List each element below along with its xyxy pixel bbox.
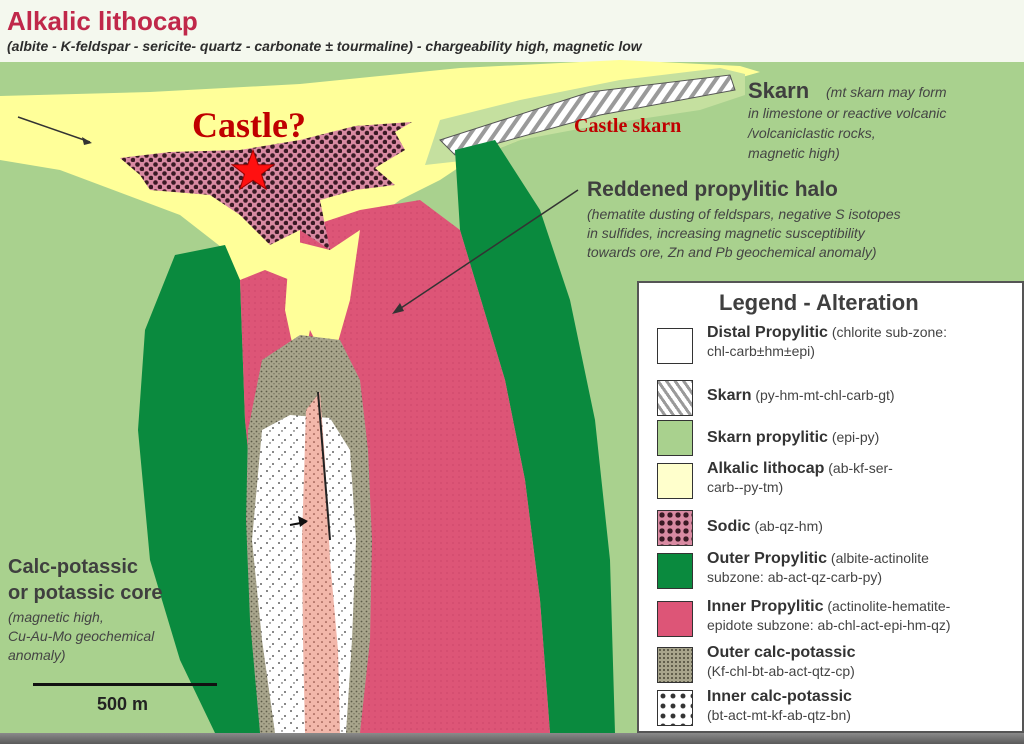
swatch-alkalic-lithocap xyxy=(657,463,693,499)
scale-bar xyxy=(33,683,217,686)
core-note-3: anomaly) xyxy=(8,647,66,663)
legend-item-sodic: Sodic (ab-qz-hm) xyxy=(707,518,823,535)
lithocap-description: (albite - K-feldspar - sericite- quartz … xyxy=(7,38,642,54)
halo-note-3: towards ore, Zn and Pb geochemical anoma… xyxy=(587,244,877,260)
skarn-note-2: in limestone or reactive volcanic xyxy=(748,105,947,121)
skarn-title: Skarn xyxy=(748,78,810,103)
swatch-inner-calc-potassic xyxy=(657,690,693,726)
swatch-sodic xyxy=(657,510,693,546)
halo-title: Reddened propylitic halo xyxy=(587,178,838,201)
swatch-outer-calc-potassic xyxy=(657,647,693,683)
legend-item-skarn: Skarn (py-hm-mt-chl-carb-gt) xyxy=(707,387,895,404)
legend-item-outer-calc-potassic: Outer calc-potassic(Kf-chl-bt-ab-act-qtz… xyxy=(707,644,856,679)
swatch-outer-propylitic xyxy=(657,553,693,589)
bottom-edge-bar xyxy=(0,733,1024,744)
legend-title: Legend - Alteration xyxy=(719,290,919,315)
castle-skarn-label: Castle skarn xyxy=(574,115,682,137)
scale-label: 500 m xyxy=(97,694,149,714)
lithocap-title: Alkalic lithocap xyxy=(7,6,198,36)
swatch-distal-propylitic xyxy=(657,328,693,364)
core-title-2: or potassic core xyxy=(8,582,163,604)
castle-question-label: Castle? xyxy=(192,105,306,145)
skarn-note-4: magnetic high) xyxy=(748,145,840,161)
core-note-1: (magnetic high, xyxy=(8,609,104,625)
skarn-note-3: /volcaniclastic rocks, xyxy=(748,125,876,141)
legend: Legend - Alteration Distal Propylitic (c… xyxy=(637,281,1024,733)
legend-item-distal-propylitic: Distal Propylitic (chlorite sub-zone:chl… xyxy=(707,324,947,359)
swatch-skarn xyxy=(657,380,693,416)
core-title-1: Calc-potassic xyxy=(8,556,139,578)
swatch-inner-propylitic xyxy=(657,601,693,637)
legend-item-inner-calc-potassic: Inner calc-potassic(bt-act-mt-kf-ab-qtz-… xyxy=(707,688,852,723)
halo-note-1: (hematite dusting of feldspars, negative… xyxy=(587,206,901,222)
core-note-2: Cu-Au-Mo geochemical xyxy=(8,628,155,644)
swatch-skarn-propylitic xyxy=(657,420,693,456)
legend-item-inner-propylitic: Inner Propylitic (actinolite-hematite-ep… xyxy=(707,598,951,633)
legend-item-alkalic-lithocap: Alkalic lithocap (ab-kf-ser-carb--py-tm) xyxy=(707,460,893,495)
halo-note-2: in sulfides, increasing magnetic suscept… xyxy=(587,225,865,241)
legend-item-skarn-propylitic: Skarn propylitic (epi-py) xyxy=(707,429,880,446)
skarn-note-1: (mt skarn may form xyxy=(826,84,947,100)
